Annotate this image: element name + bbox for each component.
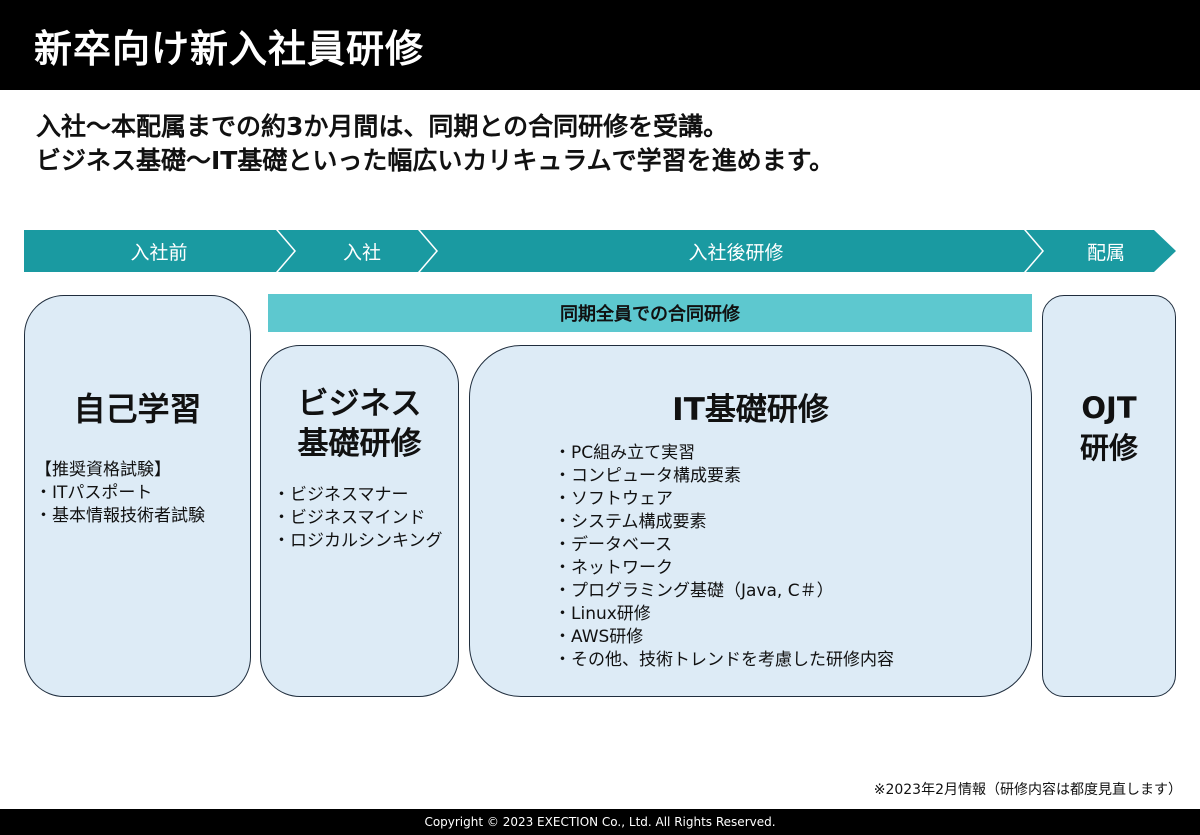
- common-training-label: 同期全員での合同研修: [560, 304, 740, 325]
- list-item: ・ビジネスマナー: [273, 485, 409, 505]
- phase-joining: 入社: [278, 230, 436, 272]
- intro-line-2: ビジネス基礎〜IT基礎といった幅広いカリキュラムで学習を進めます。: [36, 146, 835, 175]
- phase-label: 入社後研修: [688, 241, 784, 264]
- intro-line-1: 入社〜本配属までの約3か月間は、同期との合同研修を受講。: [36, 112, 729, 141]
- ojt-box: OJT 研修: [1042, 295, 1176, 697]
- list-item: ・Linux研修: [554, 604, 651, 624]
- common-training-band: 同期全員での合同研修: [268, 294, 1032, 332]
- copyright-text: Copyright © 2023 EXECTION Co., Ltd. All …: [424, 815, 776, 829]
- list-item: ・PC組み立て実習: [554, 443, 696, 463]
- list-item: 【推奨資格試験】: [35, 460, 171, 480]
- business-basics-title: ビジネス 基礎研修: [261, 384, 458, 464]
- list-item: ・ネットワーク: [554, 558, 673, 578]
- footer: Copyright © 2023 EXECTION Co., Ltd. All …: [0, 809, 1200, 835]
- list-item: ・コンピュータ構成要素: [554, 466, 741, 486]
- intro-text: 入社〜本配属までの約3か月間は、同期との合同研修を受講。 ビジネス基礎〜IT基礎…: [36, 110, 1166, 178]
- self-study-list: 【推奨資格試験】 ・ITパスポート ・基本情報技術者試験: [35, 459, 205, 528]
- list-item: ・プログラミング基礎（Java, C＃）: [554, 581, 834, 601]
- list-item: ・AWS研修: [554, 627, 644, 647]
- phase-post-joining-training: 入社後研修: [420, 230, 1042, 272]
- phase-before-joining: 入社前: [24, 230, 294, 272]
- self-study-title: 自己学習: [73, 390, 202, 428]
- ojt-title: OJT 研修: [1043, 388, 1175, 468]
- list-item: ・基本情報技術者試験: [35, 506, 205, 526]
- footnote: ※2023年2月情報（研修内容は都度見直します）: [873, 782, 1182, 798]
- ojt-title-line-1: OJT: [1081, 391, 1137, 425]
- business-basics-box: ビジネス 基礎研修 ・ビジネスマナー ・ビジネスマインド ・ロジカルシンキング: [260, 345, 459, 697]
- phase-label: 配属: [1086, 241, 1125, 264]
- list-item: ・システム構成要素: [554, 512, 707, 532]
- phase-label: 入社前: [130, 241, 188, 264]
- ojt-title-line-2: 研修: [1079, 431, 1138, 465]
- list-item: ・データベース: [554, 535, 673, 555]
- list-item: ・ITパスポート: [35, 483, 153, 503]
- phase-assignment: 配属: [1026, 230, 1176, 272]
- business-title-line-1: ビジネス: [297, 386, 422, 422]
- phase-label: 入社: [342, 241, 381, 264]
- self-study-box: 自己学習 【推奨資格試験】 ・ITパスポート ・基本情報技術者試験: [24, 295, 251, 697]
- title-bar: 新卒向け新入社員研修: [0, 0, 1200, 90]
- business-basics-list: ・ビジネスマナー ・ビジネスマインド ・ロジカルシンキング: [273, 484, 443, 553]
- it-basics-title: IT基礎研修: [672, 392, 829, 428]
- list-item: ・ソフトウェア: [554, 489, 673, 509]
- it-basics-box: IT基礎研修 ・PC組み立て実習 ・コンピュータ構成要素 ・ソフトウェア ・シス…: [469, 345, 1032, 697]
- business-title-line-2: 基礎研修: [297, 426, 422, 462]
- page-title: 新卒向け新入社員研修: [34, 27, 425, 71]
- it-basics-list: ・PC組み立て実習 ・コンピュータ構成要素 ・ソフトウェア ・システム構成要素 …: [554, 442, 894, 672]
- list-item: ・その他、技術トレンドを考慮した研修内容: [554, 650, 894, 670]
- list-item: ・ビジネスマインド: [273, 508, 426, 528]
- list-item: ・ロジカルシンキング: [273, 531, 443, 551]
